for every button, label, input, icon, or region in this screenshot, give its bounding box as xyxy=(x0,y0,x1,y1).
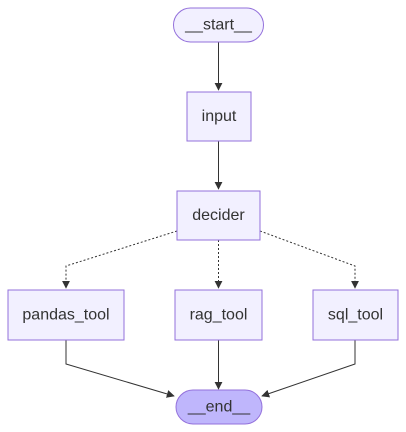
edge-decider-pandas-tool xyxy=(62,230,178,289)
node-decider-label: decider xyxy=(192,207,245,224)
node-pandas-tool-shape xyxy=(7,289,125,341)
node-start[interactable]: __start__ xyxy=(173,7,264,43)
edges-layer xyxy=(62,42,359,398)
node-pandas-tool[interactable]: pandas_tool xyxy=(7,289,125,341)
node-end[interactable]: __end__ xyxy=(175,389,263,425)
node-sql-tool-shape xyxy=(312,289,399,341)
node-rag-tool-shape xyxy=(174,289,263,341)
edge-sql-tool-end xyxy=(261,340,356,398)
node-start-shape xyxy=(173,7,264,43)
node-input[interactable]: input xyxy=(186,91,252,142)
node-sql-tool[interactable]: sql_tool xyxy=(312,289,399,341)
node-rag-tool-label: rag_tool xyxy=(190,307,248,324)
nodes-layer: __start__ input decider pandas_tool rag_… xyxy=(7,7,399,425)
node-sql-tool-label: sql_tool xyxy=(328,307,383,324)
node-decider-shape xyxy=(176,190,261,241)
node-start-label: __start__ xyxy=(184,17,253,34)
node-input-label: input xyxy=(202,108,237,125)
node-end-label: __end__ xyxy=(187,399,251,416)
node-input-shape xyxy=(186,91,252,142)
node-decider[interactable]: decider xyxy=(176,190,261,241)
node-rag-tool[interactable]: rag_tool xyxy=(174,289,263,341)
edge-pandas-tool-end xyxy=(65,340,175,398)
edge-decider-sql-tool xyxy=(259,230,359,289)
node-end-shape xyxy=(175,389,263,425)
node-pandas-tool-label: pandas_tool xyxy=(22,307,109,324)
